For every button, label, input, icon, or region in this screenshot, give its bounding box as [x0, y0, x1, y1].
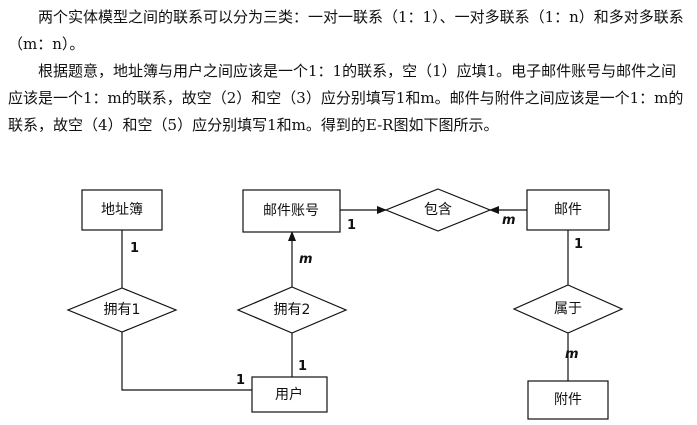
card-user-own1: 1 — [236, 373, 245, 388]
card-addressbook-own1: 1 — [130, 241, 139, 256]
card-account-contain: 1 — [347, 218, 356, 233]
relation-contain-label: 包含 — [424, 202, 452, 218]
entity-mail-label: 邮件 — [554, 202, 582, 218]
card-mail-contain: m — [502, 213, 516, 228]
relation-own2-label: 拥有2 — [274, 302, 311, 318]
entity-mail-box — [526, 189, 610, 231]
paragraph-1: 两个实体模型之间的联系可以分为三类：一对一联系（1：1）、一对多联系（1：n）和… — [8, 8, 684, 53]
relation-own2-diamond — [236, 286, 348, 334]
entity-email-account-label: 邮件账号 — [263, 203, 319, 219]
relation-own1-diamond — [66, 287, 178, 333]
entity-address-book-box — [81, 189, 163, 231]
paragraph-2: 根据题意，地址簿与用户之间应该是一个1：1的联系，空（1）应填1。电子邮件账号与… — [8, 62, 684, 134]
card-mail-belong: 1 — [574, 237, 583, 252]
relation-contain-diamond — [384, 188, 492, 232]
card-account-own2: m — [299, 252, 313, 267]
edge-own1-user — [121, 332, 252, 391]
explanation-text: 两个实体模型之间的联系可以分为三类：一对一联系（1：1）、一对多联系（1：n）和… — [8, 4, 690, 139]
relation-belong-diamond — [512, 284, 624, 334]
entity-email-account-box — [242, 189, 341, 233]
entity-user-box — [251, 376, 328, 413]
card-user-own2: 1 — [298, 359, 307, 374]
entity-attachment-box — [527, 380, 609, 420]
entity-attachment-label: 附件 — [554, 392, 582, 408]
entity-address-book-label: 地址簿 — [101, 202, 143, 218]
card-attachment-belong: m — [565, 347, 579, 362]
relation-own1-label: 拥有1 — [104, 302, 141, 318]
entity-user-label: 用户 — [275, 386, 303, 403]
relation-belong-label: 属于 — [554, 301, 582, 317]
